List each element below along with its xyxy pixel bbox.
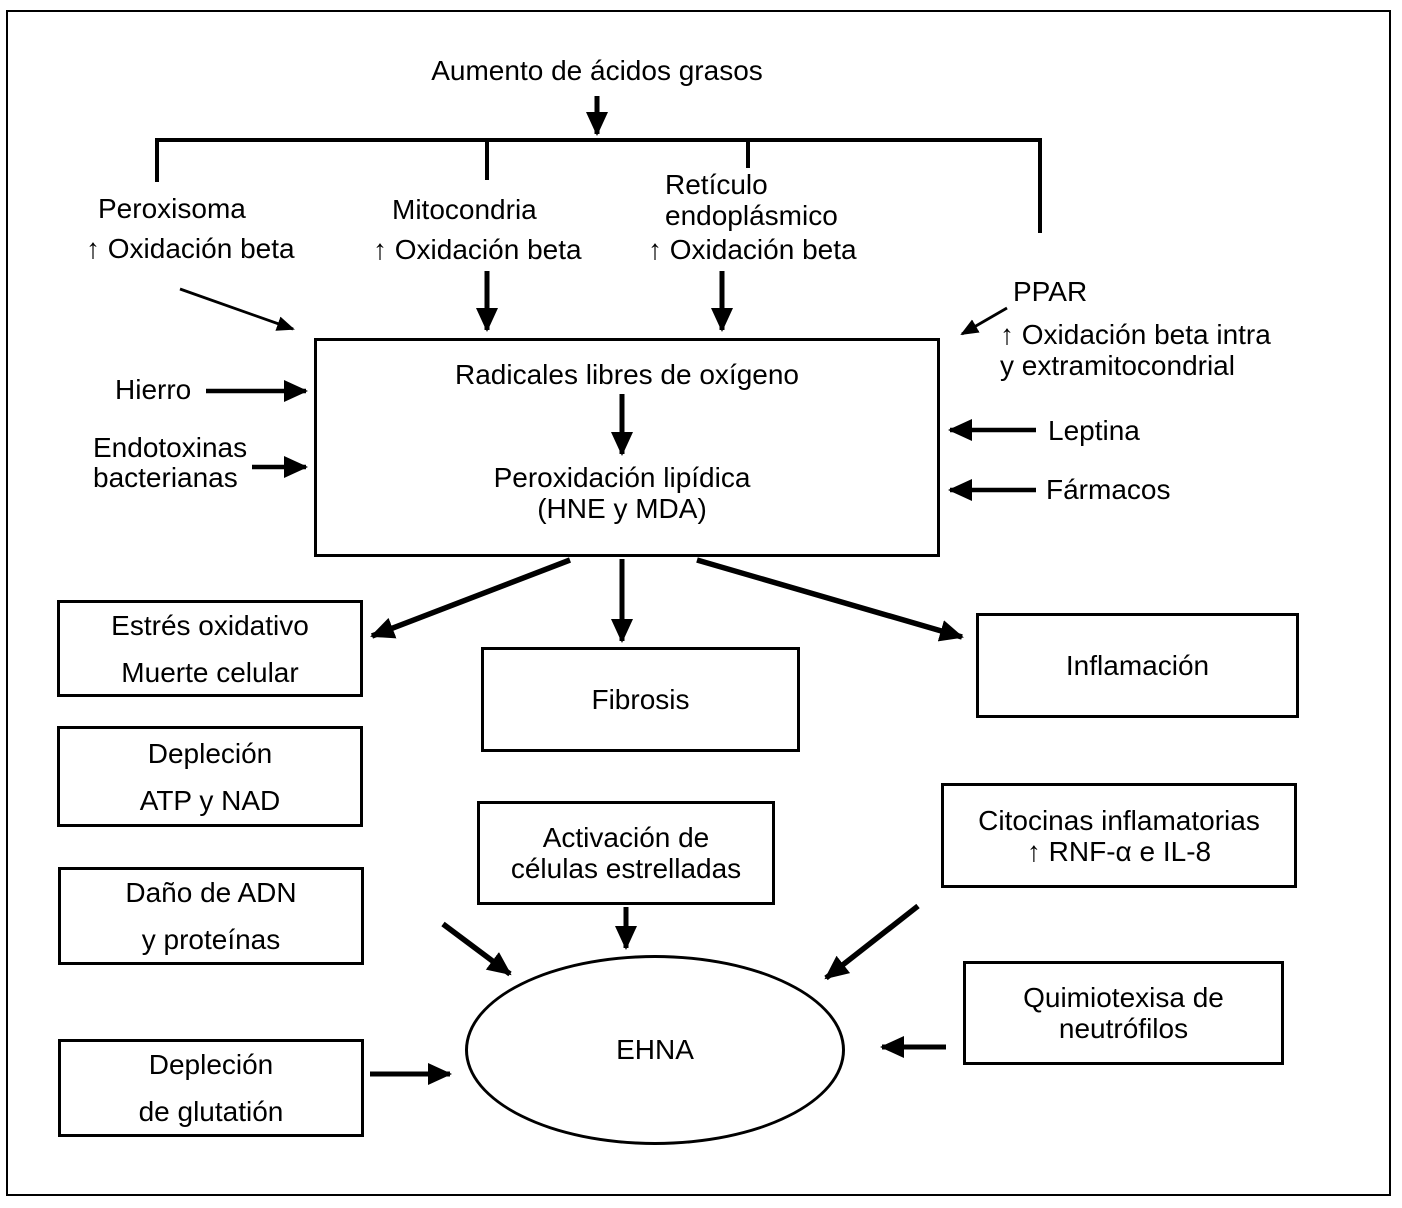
ppar-label: PPAR [1013,276,1088,307]
ellipse-ehna: EHNA [465,955,845,1145]
reticulo-label: Retículo [665,169,768,200]
endotoxinas-label: Endotoxinas [93,432,248,463]
activacion-line2: células estrelladas [510,853,742,884]
reticulo-endoplasmico-label: endoplásmico [665,200,838,231]
dano-adn-line2: y proteínas [141,924,281,955]
ppar-oxidacion-label: ↑ Oxidación beta intra [1000,319,1271,350]
mitocondria-label: Mitocondria [392,194,537,225]
reticulo-oxidacion-label: ↑ Oxidación beta [648,234,857,265]
ppar-extramitocondrial-label: y extramitocondrial [1000,350,1235,381]
inflamacion-label: Inflamación [1065,649,1210,681]
box-estres-oxidativo: Estrés oxidativo Muerte celular [57,600,363,697]
peroxisoma-label: Peroxisoma [98,193,246,224]
estres-line2: Muerte celular [121,656,299,688]
dano-adn-line1: Daño de ADN [125,877,297,908]
deplecion-atp-line1: Depleción [147,737,273,769]
box-citocinas: Citocinas inflamatorias ↑ RNF-α e IL-8 [941,783,1297,888]
activacion-line1: Activación de [542,822,710,853]
citocinas-line1: Citocinas inflamatorias [978,804,1260,836]
arrow-peroxisoma-to-box [179,287,295,331]
branch-bracket [155,138,1042,233]
arrow-citocinas-to-ehna [824,903,920,981]
diagram-title: Aumento de ácidos grasos [431,55,763,86]
box-inflamacion: Inflamación [976,613,1299,718]
box-dano-adn: Daño de ADN y proteínas [58,867,364,965]
hierro-label: Hierro [115,374,192,405]
farmacos-label: Fármacos [1046,474,1171,505]
mitocondria-oxidacion-label: ↑ Oxidación beta [373,234,582,265]
peroxisoma-oxidacion-label: ↑ Oxidación beta [86,233,295,264]
central-box [314,338,940,557]
arrow-box-to-inflamacion [696,557,964,642]
arrow-ppar-to-box [960,306,1008,336]
box-quimiotexisa: Quimiotexisa de neutrófilos [963,961,1284,1065]
estres-line1: Estrés oxidativo [111,609,309,641]
leptina-label: Leptina [1048,415,1140,446]
hne-mda-label: (HNE y MDA) [537,493,707,524]
box-activacion-celulas: Activación de células estrelladas [477,801,775,905]
ehna-label: EHNA [616,1034,694,1065]
box-deplecion-atp: Depleción ATP y NAD [57,726,363,827]
glutation-line2: de glutatión [138,1096,284,1127]
quimiotexisa-line2: neutrófilos [1058,1013,1189,1044]
arrow-box-to-estres [370,557,571,639]
radicales-label: Radicales libres de oxígeno [455,359,799,390]
fibrosis-label: Fibrosis [591,683,690,715]
deplecion-atp-line2: ATP y NAD [139,784,281,816]
outer-frame [6,10,1391,1196]
box-fibrosis: Fibrosis [481,647,800,752]
peroxidacion-label: Peroxidación lipídica [493,462,751,493]
quimiotexisa-line1: Quimiotexisa de [1023,982,1224,1013]
bacterianas-label: bacterianas [93,462,238,493]
box-deplecion-glutation: Depleción de glutatión [58,1039,364,1137]
citocinas-line2: ↑ RNF-α e IL-8 [1026,835,1212,867]
arrow-dano-to-ehna [441,921,512,977]
glutation-line1: Depleción [148,1049,274,1080]
